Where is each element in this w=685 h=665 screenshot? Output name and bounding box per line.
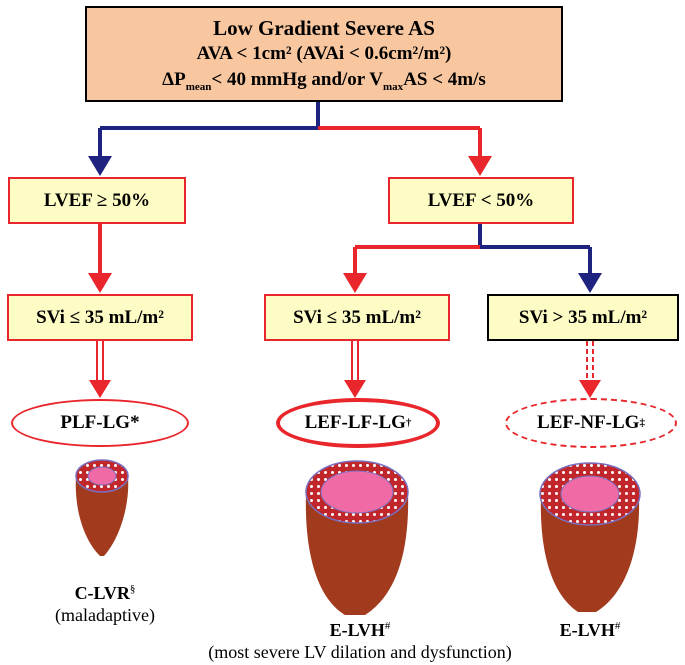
- top-box-ava-criteria: AVA < 1cm² (AVAi < 0.6cm²/m²): [196, 43, 452, 64]
- svi-left-box: SVi ≤ 35 mL/m²: [7, 294, 193, 341]
- left-svi-arrow: [89, 341, 111, 398]
- e-lvh-middle-caption: E-LVH#: [329, 620, 391, 640]
- top-split-connector: [88, 102, 492, 176]
- right-svi-arrow-dashed: [579, 341, 601, 398]
- e-lvh-right-caption: E-LVH#: [559, 620, 621, 640]
- right-lvef-split: [343, 224, 602, 293]
- lvef-preserved-box: LVEF ≥ 50%: [8, 177, 186, 224]
- plf-lg-ellipse: PLF-LG*: [11, 399, 189, 447]
- low-gradient-severe-as-box: Low Gradient Severe AS AVA < 1cm² (AVAi …: [85, 6, 563, 102]
- top-box-title: Low Gradient Severe AS: [213, 16, 435, 40]
- middle-heart-image: [305, 460, 409, 615]
- svi-middle-box: SVi ≤ 35 mL/m²: [264, 294, 450, 341]
- lef-lf-lg-ellipse: LEF-LF-LG†: [276, 398, 440, 448]
- e-lvh-middle-subtitle: (most severe LV dilation and dysfunction…: [208, 642, 512, 662]
- left-heart-image: [75, 459, 129, 556]
- right-heart-image: [539, 462, 641, 612]
- left-lvef-arrow: [88, 224, 112, 293]
- c-lvr-caption: C-LVR§ (maladaptive): [55, 583, 155, 625]
- middle-svi-arrow: [344, 341, 366, 398]
- top-box-gradient-criteria: ΔPmean< 40 mmHg and/or VmaxAS < 4m/s: [162, 69, 486, 93]
- svi-right-box: SVi > 35 mL/m²: [487, 294, 679, 341]
- lvef-reduced-box: LVEF < 50%: [388, 177, 574, 224]
- lef-nf-lg-ellipse: LEF-NF-LG‡: [505, 398, 677, 448]
